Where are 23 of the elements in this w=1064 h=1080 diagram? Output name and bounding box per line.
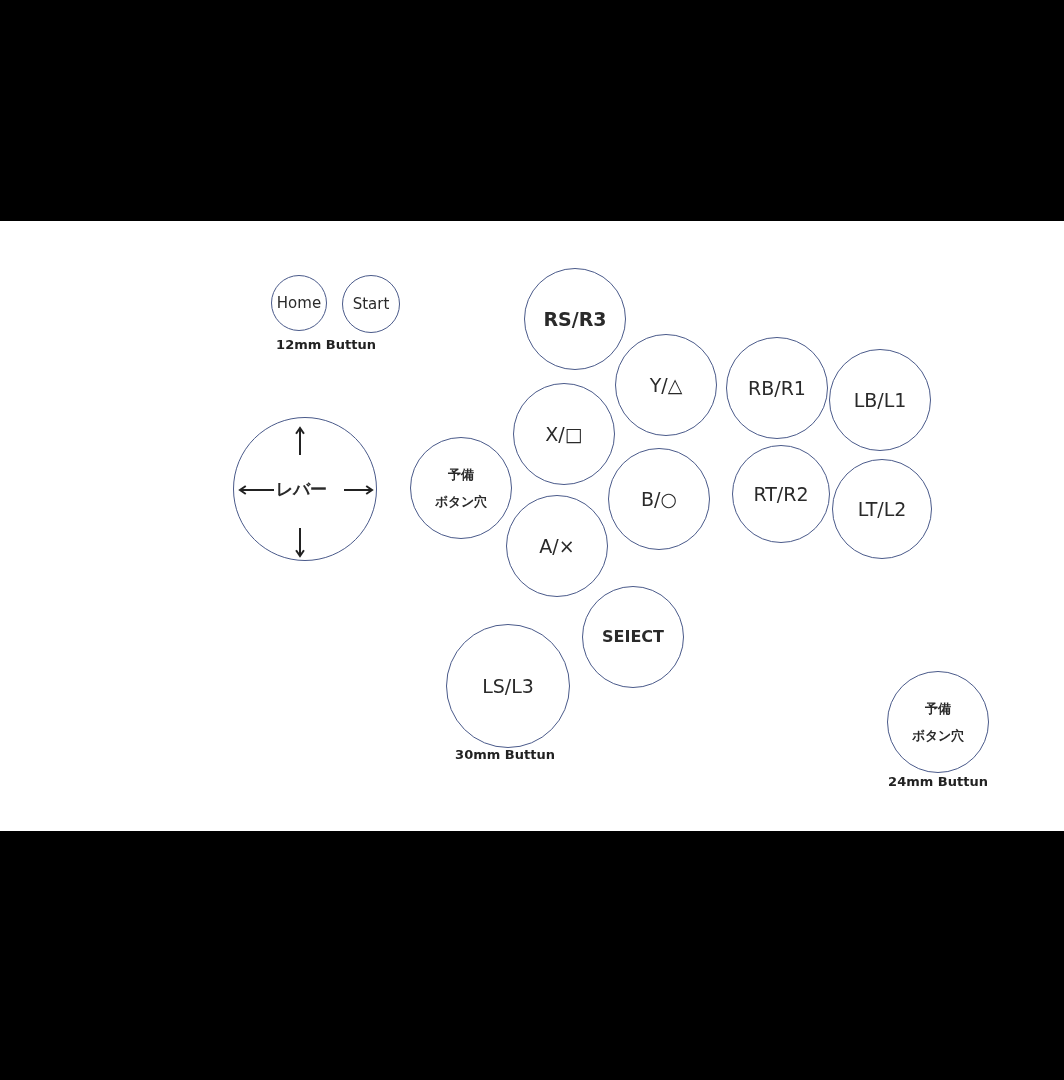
button-label: Y/△ (649, 373, 683, 397)
button-label: ボタン穴 (435, 493, 487, 511)
button-label: A/× (539, 534, 575, 558)
button-label: Start (352, 295, 390, 313)
button-circle (271, 275, 327, 331)
button-label: LB/L1 (853, 388, 907, 412)
button-circle (506, 495, 608, 597)
button-label: X/□ (545, 422, 583, 446)
button-label: レバー (275, 478, 327, 500)
button-label: Home (276, 294, 322, 312)
button-label: 予備 (925, 699, 951, 718)
size-label: 12mm Buttun (276, 337, 376, 352)
button-label: 予備 (448, 465, 474, 484)
button-label: B/○ (641, 487, 677, 511)
size-label: 24mm Buttun (888, 774, 988, 789)
button-label: SEIECT (602, 627, 664, 647)
button-label: ボタン穴 (912, 727, 964, 745)
button-label: RT/R2 (753, 482, 809, 506)
button-label: RS/R3 (543, 307, 607, 331)
button-label: RB/R1 (748, 376, 806, 400)
button-label: LS/L3 (482, 674, 534, 698)
button-label: LT/L2 (857, 497, 907, 521)
size-label: 30mm Buttun (455, 747, 555, 762)
